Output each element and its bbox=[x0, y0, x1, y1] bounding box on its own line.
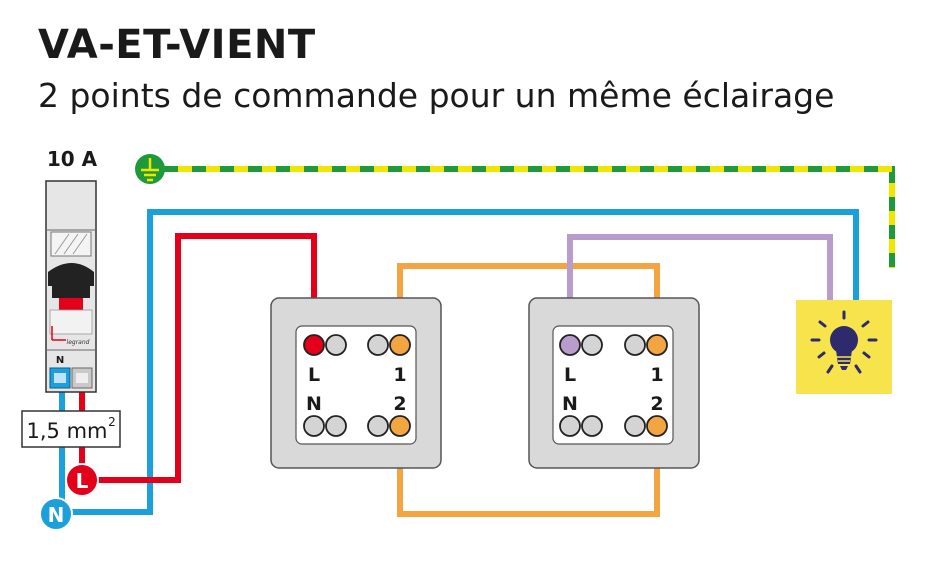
traveler-wire-2 bbox=[397, 426, 660, 517]
breaker-terminal-n: N bbox=[56, 355, 64, 366]
diagram-subtitle: 2 points de commande pour un même éclair… bbox=[38, 76, 835, 115]
phase-marker: L bbox=[65, 463, 99, 497]
switch-1: L 1 N 2 bbox=[270, 297, 442, 469]
cable-section-exponent: 2 bbox=[108, 415, 116, 429]
light-bulb-icon bbox=[830, 326, 858, 370]
cable-section-value: 1,5 mm bbox=[27, 419, 108, 443]
cable-section-label: 1,5 mm 2 bbox=[21, 410, 121, 448]
diagram-title: VA-ET-VIENT bbox=[38, 22, 316, 68]
switch-2-terminal-n: N bbox=[562, 393, 578, 415]
neutral-wire bbox=[59, 209, 859, 515]
switch-2-terminal-1: 1 bbox=[650, 364, 663, 386]
neutral-marker: N bbox=[39, 497, 73, 531]
earth-symbol bbox=[135, 154, 165, 184]
switch-2-terminal-l: L bbox=[564, 364, 576, 386]
switch-2: L 1 N 2 bbox=[528, 297, 700, 469]
light-rays bbox=[810, 310, 878, 374]
phase-marker-label: L bbox=[76, 469, 89, 493]
neutral-marker-label: N bbox=[48, 503, 65, 527]
switch-1-terminal-l: L bbox=[308, 364, 320, 386]
earth-wire bbox=[150, 166, 895, 268]
svg-text:1,5 mm: 1,5 mm bbox=[27, 419, 108, 443]
circuit-breaker: 10 A legrand N bbox=[45, 147, 98, 393]
switch-1-terminal-n: N bbox=[306, 393, 322, 415]
switch-1-terminal-1: 1 bbox=[393, 364, 406, 386]
switch-2-terminal-2: 2 bbox=[650, 393, 663, 415]
breaker-brand: legrand bbox=[67, 339, 90, 346]
return-wire bbox=[567, 234, 833, 345]
switch-1-terminal-2: 2 bbox=[393, 393, 406, 415]
lamp bbox=[796, 300, 892, 394]
breaker-rating: 10 A bbox=[47, 147, 98, 171]
